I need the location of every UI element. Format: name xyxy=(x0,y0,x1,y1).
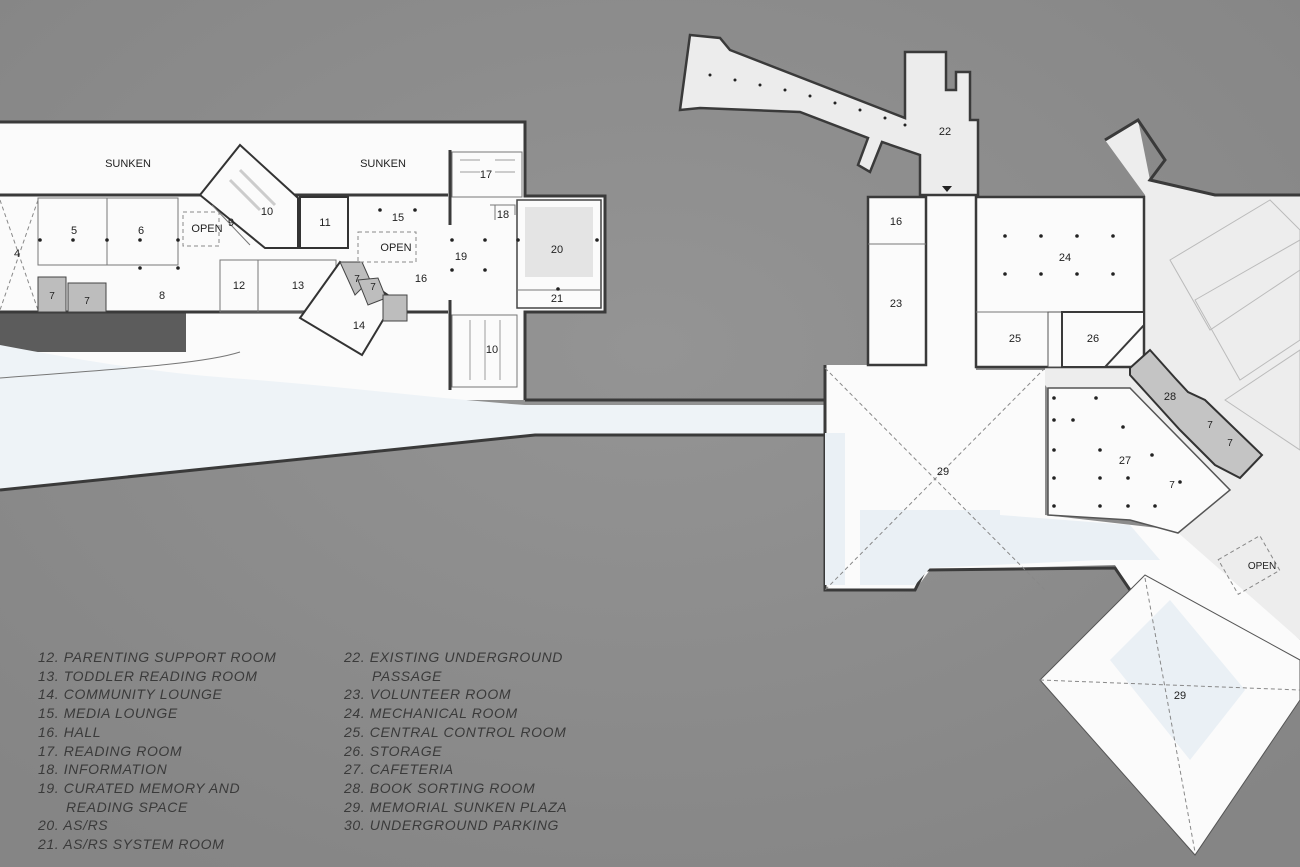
legend-item: 23. VOLUNTEER ROOM xyxy=(344,686,512,703)
room-label: 20 xyxy=(551,244,563,256)
legend-item: 28. BOOK SORTING ROOM xyxy=(344,779,536,796)
legend-item: 13. TODDLER READING ROOM xyxy=(38,667,258,684)
room-label: 7 xyxy=(1227,438,1233,449)
legend-item: 21. AS/RS SYSTEM ROOM xyxy=(38,836,225,853)
room-label: 29 xyxy=(1174,690,1186,702)
room-label: 25 xyxy=(1009,333,1021,345)
legend-item: 29. MEMORIAL SUNKEN PLAZA xyxy=(344,798,568,815)
room-label: 10 xyxy=(261,206,273,218)
room-label: 29 xyxy=(937,466,949,478)
library-wing xyxy=(0,120,607,400)
room-label: 7 xyxy=(49,291,55,302)
room-label: 23 xyxy=(890,298,902,310)
sunken-label: SUNKEN xyxy=(360,158,406,170)
legend-item-continued: PASSAGE xyxy=(372,667,443,684)
room-label: 18 xyxy=(497,209,509,221)
legend-item: 14. COMMUNITY LOUNGE xyxy=(38,686,223,703)
room-label: 17 xyxy=(480,169,492,181)
room-label: 22 xyxy=(939,126,951,138)
legend-item: 24. MECHANICAL ROOM xyxy=(344,705,518,722)
room-label: 15 xyxy=(392,212,404,224)
room-label: 11 xyxy=(319,217,330,229)
plan-labels: SUNKEN SUNKEN OPEN OPEN OPEN 4 5 6 7 7 7… xyxy=(14,126,1276,702)
book-sorting-block xyxy=(1129,348,1264,480)
room-label: 16 xyxy=(415,273,427,285)
legend-item: 17. READING ROOM xyxy=(38,742,183,759)
room-label: 5 xyxy=(71,225,77,237)
room-label: 10 xyxy=(486,344,498,356)
legend-item: 26. STORAGE xyxy=(344,742,443,759)
room-label: 21 xyxy=(551,293,563,305)
room-label: 14 xyxy=(353,320,365,332)
legend-item: 20. AS/RS xyxy=(38,817,109,834)
room-label: 9 xyxy=(228,217,234,229)
legend-item: 15. MEDIA LOUNGE xyxy=(38,705,178,722)
legend-item: 30. UNDERGROUND PARKING xyxy=(344,817,560,834)
room-label: 24 xyxy=(1059,252,1071,264)
room-label: 7 xyxy=(370,282,376,293)
legend-item-continued: READING SPACE xyxy=(66,798,188,815)
reflecting-water xyxy=(0,345,830,490)
legend-item: 19. CURATED MEMORY AND xyxy=(38,779,241,796)
sunken-label: SUNKEN xyxy=(105,158,151,170)
room-label: 28 xyxy=(1164,391,1176,403)
room-label: 16 xyxy=(890,216,902,228)
room-label: 19 xyxy=(455,251,467,263)
underground-passage xyxy=(678,33,980,197)
legend-item: 18. INFORMATION xyxy=(38,761,168,778)
room-label: 13 xyxy=(292,280,304,292)
legend-item: 12. PARENTING SUPPORT ROOM xyxy=(38,649,277,665)
retaining-wall xyxy=(0,312,186,352)
room-label: 4 xyxy=(14,248,20,260)
room-label: 8 xyxy=(159,290,165,302)
room-label: 7 xyxy=(1207,420,1213,431)
legend-column-1: 12. PARENTING SUPPORT ROOM 13. TODDLER R… xyxy=(38,648,276,854)
legend-column-2: 22. EXISTING UNDERGROUND PASSAGE 23. VOL… xyxy=(344,648,567,835)
room-label: 27 xyxy=(1119,455,1131,467)
open-label: OPEN xyxy=(380,242,411,254)
room-label: 6 xyxy=(138,225,144,237)
legend-item: 16. HALL xyxy=(38,723,102,740)
room-label: 12 xyxy=(233,280,245,292)
open-label: OPEN xyxy=(191,223,222,235)
room-label: 7 xyxy=(1169,480,1175,491)
legend-item: 27. CAFETERIA xyxy=(344,761,454,778)
legend-item: 25. CENTRAL CONTROL ROOM xyxy=(344,723,567,740)
legend-item: 22. EXISTING UNDERGROUND xyxy=(344,649,563,665)
room-label: 7 xyxy=(84,296,90,307)
room-label: 7 xyxy=(354,274,360,285)
room-label: 26 xyxy=(1087,333,1099,345)
open-label: OPEN xyxy=(1248,561,1276,572)
